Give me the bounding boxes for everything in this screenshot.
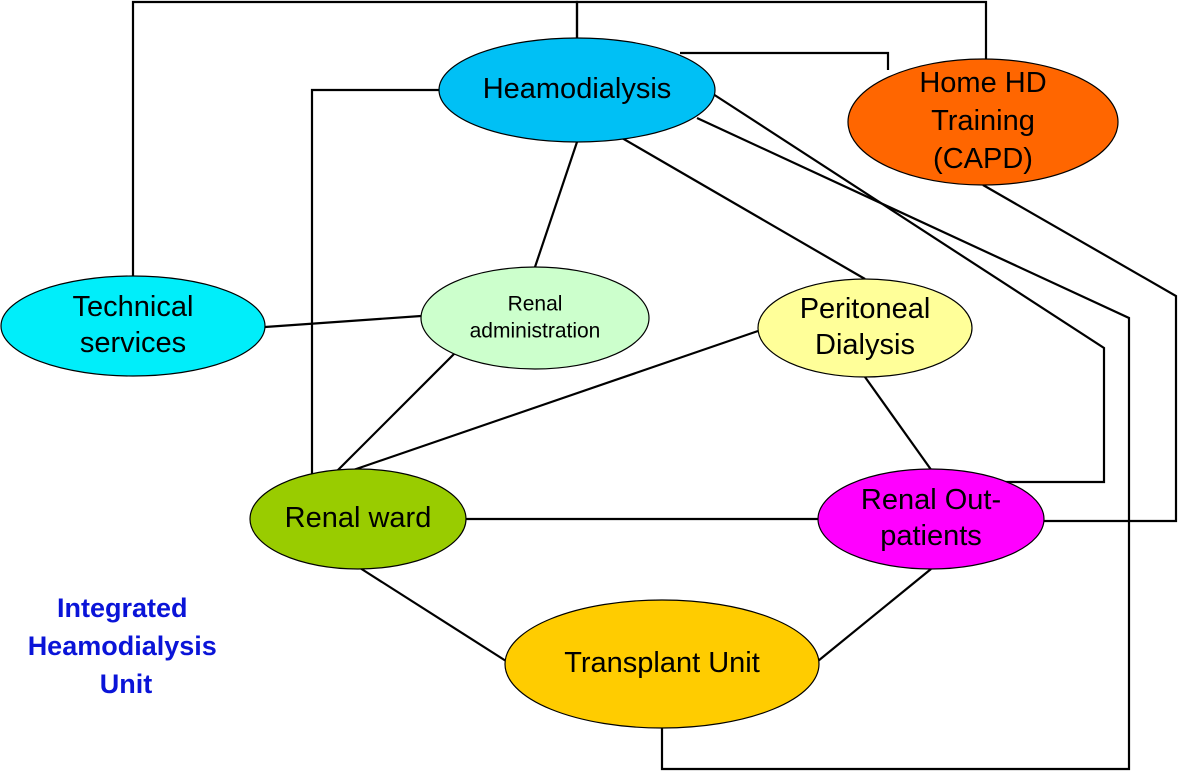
edge-haemo-homehd <box>575 0 988 59</box>
node-label-line: Renal <box>508 292 563 315</box>
edge-haemo-technical <box>131 0 579 276</box>
node-label-line: services <box>80 327 186 359</box>
node-label-line: Training <box>931 105 1035 137</box>
edge-technical-renaladmin <box>264 314 422 329</box>
node-label-transplant: Transplant Unit <box>564 647 760 679</box>
edge-renalward-transplant <box>359 567 507 662</box>
caption-line-1: Integrated <box>57 593 188 623</box>
node-label-technical: Technical services <box>73 291 194 359</box>
node-haemo: Heamodialysis <box>438 37 716 143</box>
caption-line-3: Unit <box>100 669 152 699</box>
node-ellipse-renaladmin <box>420 266 650 370</box>
node-ellipse-haemo <box>438 37 716 143</box>
node-label-line: Peritoneal <box>800 293 931 325</box>
node-label-line: Heamodialysis <box>483 73 672 105</box>
edge-haemo-homehd-direct <box>680 51 890 70</box>
node-label-renaladmin: Renal administration <box>470 292 601 342</box>
diagram-caption: Integrated Heamodialysis Unit <box>28 593 225 699</box>
node-label-line: patients <box>880 520 982 552</box>
edge-haemo-renaladmin <box>533 141 579 268</box>
node-label-line: Home HD <box>919 67 1046 99</box>
node-outpatients: Renal Out-patients <box>817 468 1045 570</box>
node-label-homehd: Home HD Training (CAPD) <box>919 67 1046 175</box>
edge-peritoneal-renalward <box>329 329 759 480</box>
node-label-line: Technical <box>73 291 194 323</box>
node-ellipse-technical <box>0 275 266 377</box>
node-ellipse-outpatients <box>817 468 1045 570</box>
node-ellipse-peritoneal <box>757 278 973 378</box>
node-label-line: Transplant Unit <box>564 647 760 679</box>
edge-peritoneal-outpatients <box>864 376 933 472</box>
node-label-line: Dialysis <box>815 329 915 361</box>
node-technical: Technical services <box>0 275 266 377</box>
edge-haemo-transplant <box>660 117 1131 771</box>
department-nodes: Heamodialysis Home HD Training (CAPD) Techni… <box>0 37 1119 729</box>
node-renalward: Renal ward <box>249 468 467 570</box>
node-label-line: Renal ward <box>285 502 432 534</box>
edge-renaladmin-renalward <box>329 351 457 479</box>
node-ellipse-homehd <box>847 58 1119 186</box>
edge-homehd-outpatients <box>982 184 1178 523</box>
node-homehd: Home HD Training (CAPD) <box>847 58 1119 186</box>
node-transplant: Transplant Unit <box>504 599 820 729</box>
edge-haemo-outpatients <box>712 93 1106 484</box>
node-label-line: Renal Out- <box>861 484 1001 516</box>
node-label-outpatients: Renal Out-patients <box>861 484 1001 552</box>
node-label-haemo: Heamodialysis <box>483 73 672 105</box>
caption-line-2: Heamodialysis <box>28 631 217 661</box>
node-ellipse-transplant <box>504 599 820 729</box>
node-label-line: (CAPD) <box>933 143 1033 175</box>
node-renaladmin: Renal administration <box>420 266 650 370</box>
node-label-line: administration <box>470 319 601 342</box>
edge-haemo-peritoneal <box>621 137 866 280</box>
node-ellipse-renalward <box>249 468 467 570</box>
connector-lines <box>131 0 1178 771</box>
edge-haemo-renalward <box>310 88 439 478</box>
node-label-renalward: Renal ward <box>285 502 432 534</box>
edge-outpatients-transplant <box>817 568 932 662</box>
